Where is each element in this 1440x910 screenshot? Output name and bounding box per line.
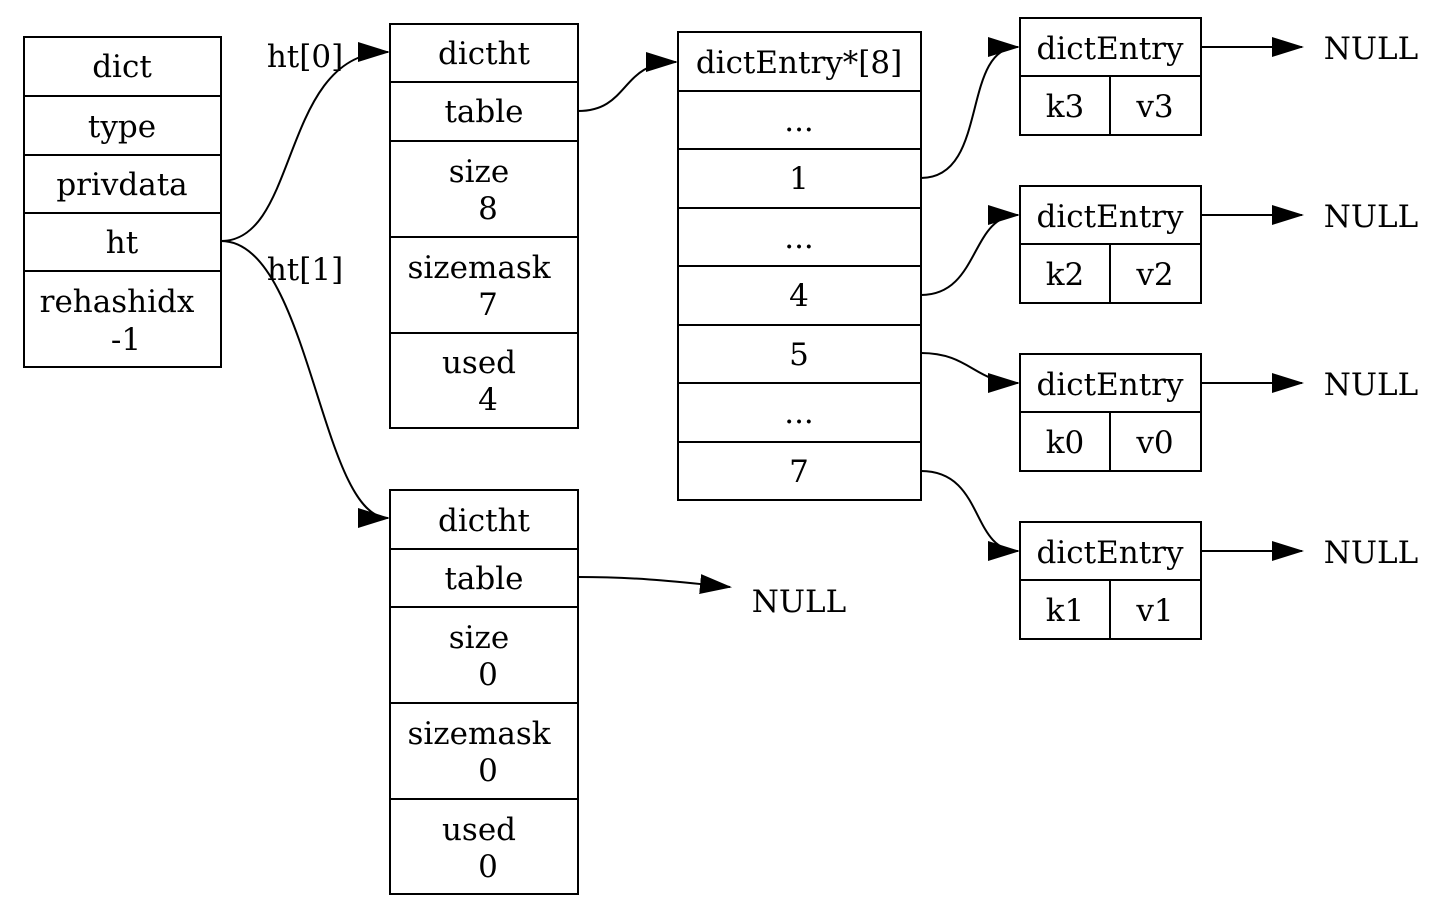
ht0-size-label: size [449,154,510,190]
dict-field-type: type [88,109,156,145]
dict-entry-key: k1 [1046,593,1085,629]
bucket-cell: ... [784,220,814,256]
edge-bucket4-to-entry [920,205,1020,296]
ht0-table: table [444,94,523,130]
dict-entry-value: v1 [1135,593,1173,629]
entry-next-null: NULL [1324,367,1418,403]
edge-dict-to-ht1 [220,240,390,528]
dict-entry-title: dictEntry [1037,31,1184,67]
edge-bucket1-to-entry [920,37,1020,179]
edge-label-ht0: ht[0] [267,39,343,75]
dict-entry-key: k0 [1046,425,1085,461]
dict-entry-value: v2 [1135,257,1173,293]
dict-struct-frame [23,36,222,368]
edge-label-ht1: ht[1] [267,252,343,288]
ht1-title: dictht [438,503,531,539]
bucket-cell: 7 [789,454,809,490]
ht0-title: dictht [438,36,531,72]
edge-table-to-buckets [577,52,678,112]
edge-dict-to-ht0 [220,42,390,242]
dict-entry-key: k2 [1046,257,1085,293]
dictht-ht0-frame [389,23,579,429]
bucket-cell: 1 [789,161,809,197]
ht1-used-value: 0 [478,849,498,885]
ht0-size-value: 8 [478,191,498,227]
dictht-ht1: dictht table size 0 sizemask 0 used 0 [389,489,579,895]
ht1-table-null: NULL [752,584,846,620]
dictht-ht0: dictht table size 8 sizemask 7 used 4 [389,23,579,429]
ht0-sizemask-label: sizemask [407,250,550,286]
ht1-sizemask-value: 0 [478,753,498,789]
ht1-size-value: 0 [478,657,498,693]
dictht-ht1-frame [389,489,579,895]
ht1-sizemask-label: sizemask [407,716,550,752]
bucket-cell: ... [784,395,814,431]
ht1-size-label: size [449,620,510,656]
ht1-used-label: used [442,812,516,848]
bucket-cell: ... [784,103,814,139]
entry-next-null: NULL [1324,199,1418,235]
dict-title: dict [92,49,152,85]
entry-next-null: NULL [1324,535,1418,571]
bucket-cell: 4 [789,278,809,314]
dict-field-privdata: privdata [56,167,187,203]
ht1-table: table [444,561,523,597]
dict-entry-title: dictEntry [1037,367,1184,403]
bucket-array: dictEntry*[8] ... 1 ... 4 5 ... 7 [677,31,922,501]
dict-struct: dict type privdata ht rehashidx -1 [23,36,222,368]
dict-field-ht: ht [106,225,139,261]
dict-entry-node: dictEntry k2 v2 [1019,185,1202,304]
dict-entry-node: dictEntry k3 v3 [1019,17,1202,136]
dict-entry-value: v0 [1135,425,1173,461]
bucket-array-title: dictEntry*[8] [696,45,902,81]
bucket-cell: 5 [789,337,809,373]
edge-ht1-table-to-null [577,574,732,594]
edge-bucket5-to-entry [920,352,1020,393]
ht0-used-value: 4 [478,382,498,418]
dict-entry-key: k3 [1046,89,1085,125]
dict-entry-value: v3 [1135,89,1173,125]
dict-entry-title: dictEntry [1037,535,1184,571]
dict-entry-title: dictEntry [1037,199,1184,235]
dict-field-rehashidx-label: rehashidx [40,284,195,320]
edge-bucket7-to-entry [920,470,1020,561]
ht0-used-label: used [442,345,516,381]
entry-next-null: NULL [1324,31,1418,67]
dict-field-rehashidx-value: -1 [111,322,141,358]
dict-entry-node: dictEntry k0 v0 [1019,353,1202,472]
dict-entry-node: dictEntry k1 v1 [1019,521,1202,640]
ht0-sizemask-value: 7 [478,287,498,323]
